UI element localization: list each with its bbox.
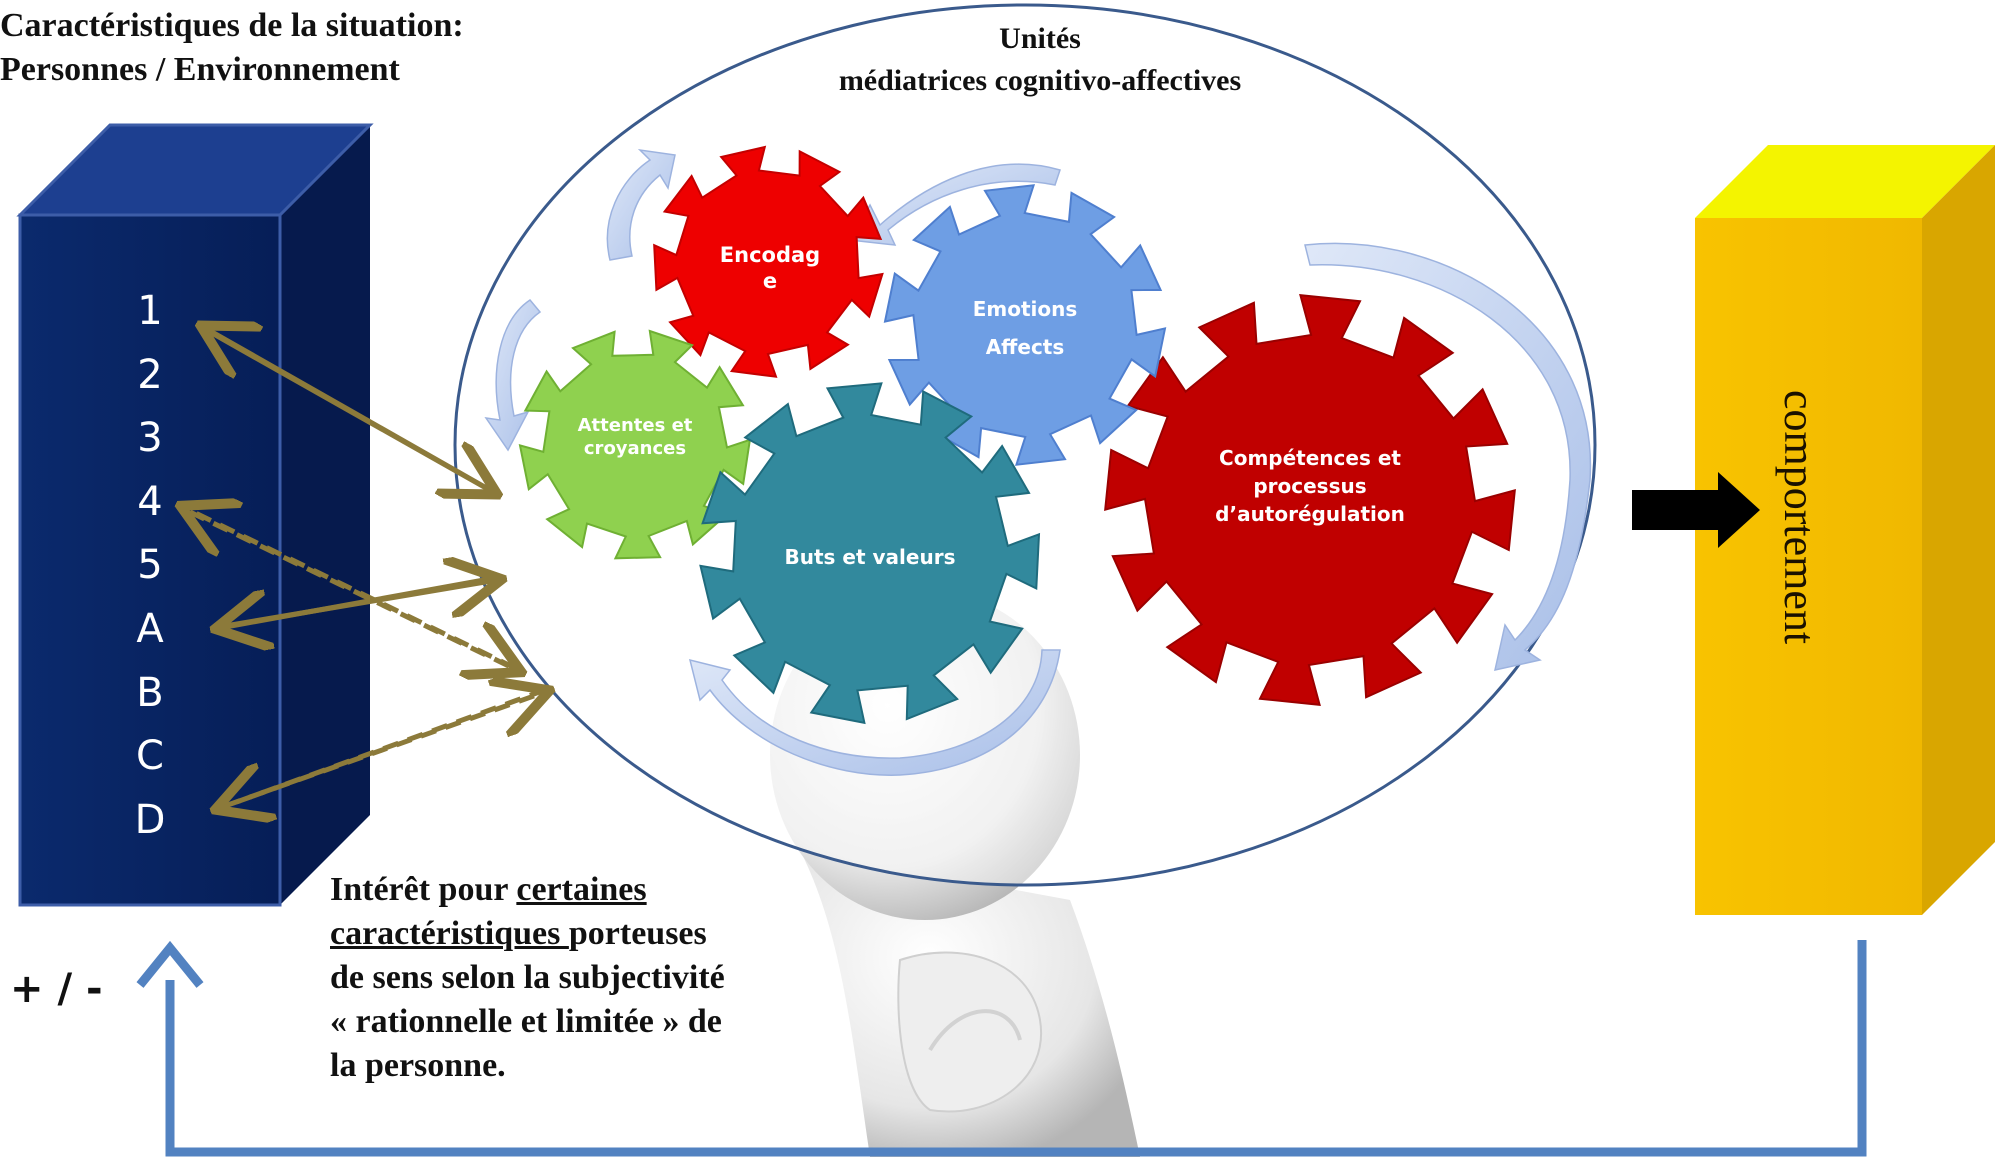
situation-item: B xyxy=(136,669,164,716)
units-title-line-2: médiatrices cognitivo-affectives xyxy=(838,64,1242,97)
situation-items-list: 1 2 3 4 5 A B C D xyxy=(110,280,190,852)
link-arrow-a-b xyxy=(224,580,497,629)
link-arrow-4b xyxy=(188,509,517,670)
gear-buts xyxy=(699,382,1041,725)
feedback-label: + / - xyxy=(10,966,103,1012)
gear-competences xyxy=(1104,294,1516,706)
interest-line-4: « rationnelle et limitée » de xyxy=(330,1003,722,1040)
situation-title: Caractéristiques de la situation: Person… xyxy=(0,4,620,92)
behavior-box xyxy=(1695,145,1995,915)
situation-item: 4 xyxy=(137,478,163,525)
gear-label-attentes: Attentes et croyances xyxy=(577,415,693,459)
gear-encodage xyxy=(653,145,884,378)
situation-item: 1 xyxy=(137,288,163,334)
interest-line-3: de sens selon la subjectivité xyxy=(330,959,725,996)
gear-label-competences: Compétences et processus d’autorégulatio… xyxy=(1215,446,1405,526)
gear-label-encodage: Encodag e xyxy=(719,243,821,294)
situation-item: 2 xyxy=(137,351,163,398)
link-arrow-1b xyxy=(208,329,493,492)
feedback-arrow xyxy=(136,940,1867,1157)
units-title: Unités médiatrices cognitivo-affectives xyxy=(760,18,1320,102)
gear-label-emotions: Emotions Affects xyxy=(972,297,1078,359)
interest-line-2: caractéristiques porteuses xyxy=(330,915,707,952)
situation-item: 5 xyxy=(137,542,163,589)
situation-title-line-1: Caractéristiques de la situation: xyxy=(0,7,464,44)
interest-line-1: Intérêt pour certaines xyxy=(330,871,647,908)
situation-item: 3 xyxy=(137,415,163,462)
situation-title-line-2: Personnes / Environnement xyxy=(0,51,400,88)
interest-line-5: la personne. xyxy=(330,1047,506,1084)
situation-item: A xyxy=(136,605,164,652)
units-title-line-1: Unités xyxy=(999,22,1081,55)
gear-emotions xyxy=(883,184,1167,466)
situation-item: C xyxy=(136,733,164,780)
gear-attentes xyxy=(518,329,752,560)
link-arrows xyxy=(185,328,545,808)
interest-text: Intérêt pour certaines caractéristiques … xyxy=(330,868,890,1088)
output-arrow xyxy=(1632,472,1760,548)
link-arrow-db xyxy=(224,692,545,809)
gear-label-buts: Buts et valeurs xyxy=(784,545,956,569)
behavior-label: comportement xyxy=(1775,390,1824,645)
situation-item: D xyxy=(134,796,166,843)
